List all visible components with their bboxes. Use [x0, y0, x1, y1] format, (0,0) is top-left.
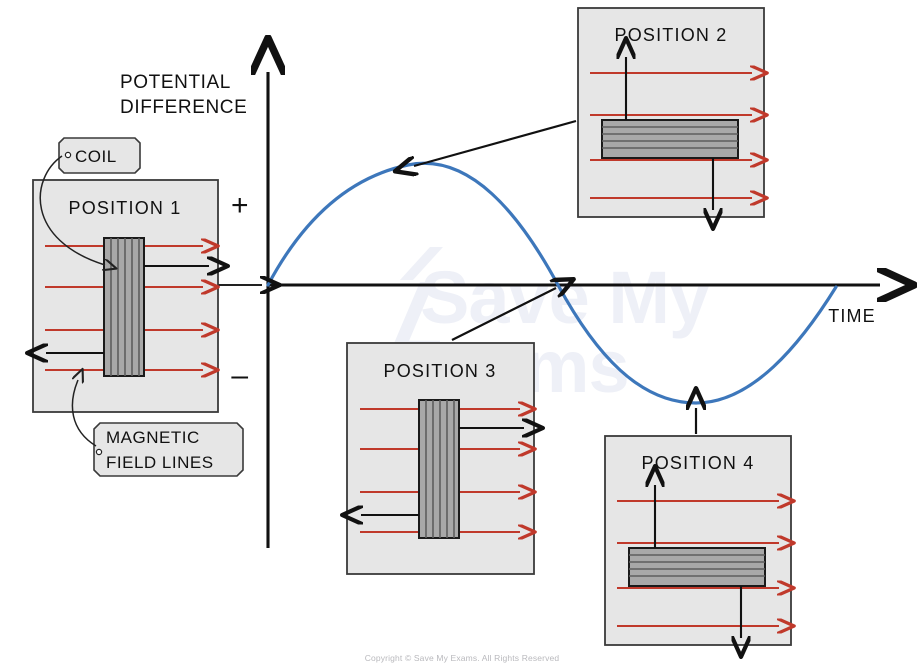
position-3-label: POSITION 3: [383, 361, 496, 381]
field-lines-position-2: [590, 73, 752, 198]
positive-sign-label: +: [231, 189, 249, 222]
axes: POTENTIAL DIFFERENCE TIME + –: [120, 72, 880, 548]
callout-magnetic-field-lines[interactable]: MAGNETIC FIELD LINES: [71, 380, 244, 477]
y-axis-label-line1: POTENTIAL: [120, 72, 231, 93]
callout-mfl-label-line1: MAGNETIC: [106, 428, 200, 447]
coil-position-4: [628, 547, 766, 587]
callout-coil-label: COIL: [75, 147, 117, 166]
motion-arrows-position-1: [46, 266, 209, 353]
coil-position-2: [601, 119, 739, 159]
copyright-notice: Copyright © Save My Exams. All Rights Re…: [365, 653, 560, 663]
coil-position-3: [418, 399, 460, 539]
position-4-box[interactable]: POSITION 4: [604, 435, 791, 645]
callout-coil-leader: [39, 155, 105, 265]
position-2-box[interactable]: POSITION 2: [577, 7, 764, 217]
motion-arrows-position-4: [655, 485, 741, 638]
x-axis-label: TIME: [828, 306, 875, 326]
coil-position-1: [103, 237, 145, 377]
position-1-label: POSITION 1: [68, 198, 181, 218]
motion-arrows-position-3: [361, 428, 524, 515]
position-3-box[interactable]: POSITION 3: [347, 342, 534, 575]
position-4-label: POSITION 4: [641, 453, 754, 473]
position-1-box[interactable]: POSITION 1: [33, 179, 218, 413]
callout-mfl-label-line2: FIELD LINES: [106, 453, 214, 472]
callout-mfl-leader: [71, 380, 97, 447]
pointer-position-2: [414, 119, 577, 166]
motion-arrows-position-2: [626, 57, 713, 210]
field-lines-position-4: [617, 501, 779, 626]
position-2-label: POSITION 2: [614, 25, 727, 45]
y-axis-label-line2: DIFFERENCE: [120, 97, 247, 118]
callout-anchor-dot: [64, 151, 72, 159]
pointer-position-3: [451, 288, 556, 341]
pointer-arrows: [218, 119, 696, 434]
negative-sign-label: –: [231, 359, 248, 392]
callout-anchor-dot: [95, 448, 103, 456]
callout-coil[interactable]: COIL: [39, 137, 141, 265]
